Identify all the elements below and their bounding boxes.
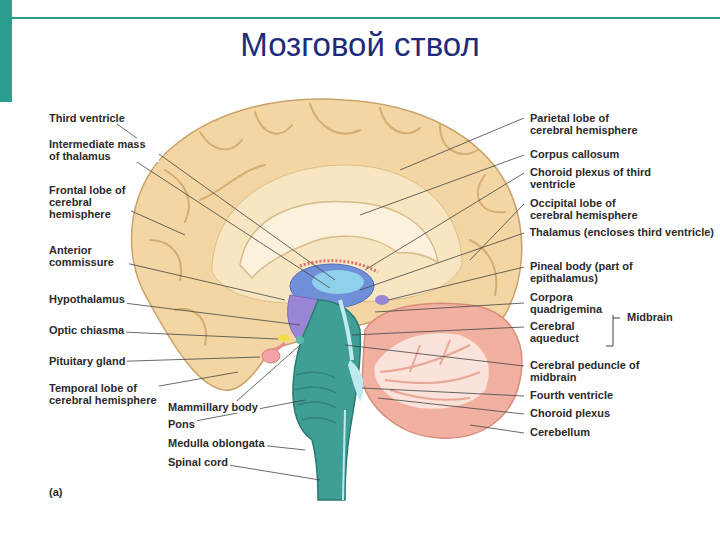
leader-line bbox=[100, 300, 300, 325]
leader-line bbox=[230, 345, 300, 407]
cerebellum bbox=[362, 303, 522, 438]
part-label: Thalamus (encloses third ventricle) bbox=[527, 226, 716, 238]
part-label: Pineal body (part of epithalamus) bbox=[528, 260, 672, 284]
stripe bbox=[297, 402, 336, 408]
leader-line bbox=[360, 233, 524, 290]
leader-line bbox=[470, 204, 524, 260]
gyrus bbox=[470, 240, 496, 295]
branch bbox=[440, 340, 450, 365]
part-label: Cerebral peduncle of midbrain bbox=[528, 359, 650, 383]
pons-stripes bbox=[295, 372, 336, 423]
pituitary-stalk bbox=[276, 343, 285, 350]
part-label: Cerebellum bbox=[528, 426, 592, 438]
part-label: Pons bbox=[166, 418, 197, 430]
stripe bbox=[302, 418, 336, 423]
part-label: Choroid plexus of third ventricle bbox=[528, 166, 682, 190]
gyrus bbox=[310, 104, 360, 134]
part-label: Cerebral aqueduct bbox=[528, 320, 604, 344]
optic-chiasma bbox=[278, 335, 290, 342]
leader-lines bbox=[100, 118, 524, 480]
leader-line bbox=[378, 398, 524, 414]
fourth-ventricle bbox=[348, 360, 364, 402]
part-label: Frontal lobe of cerebral hemisphere bbox=[47, 184, 131, 220]
pineal-body bbox=[375, 295, 389, 305]
stripe bbox=[295, 387, 336, 393]
slide-title: Мозговой ствол bbox=[0, 26, 720, 64]
top-rule bbox=[12, 17, 720, 19]
part-label: (a) bbox=[47, 486, 64, 498]
part-label: Optic chiasma bbox=[47, 324, 126, 336]
part-label: Intermediate mass of thalamus bbox=[47, 138, 159, 162]
part-label: Third ventricle bbox=[47, 112, 127, 124]
corner-bar bbox=[0, 0, 12, 102]
part-label: Spinal cord bbox=[166, 456, 230, 468]
part-label: Mammillary body bbox=[166, 401, 260, 413]
part-label: Choroid plexus bbox=[528, 407, 612, 419]
cerebral-aqueduct bbox=[340, 300, 352, 360]
part-label: Parietal lobe of cerebral hemisphere bbox=[528, 112, 654, 136]
branch bbox=[410, 345, 420, 372]
part-label: Occipital lobe of cerebral hemisphere bbox=[528, 197, 659, 221]
part-label: Temporal lobe of cerebral hemisphere bbox=[47, 382, 159, 406]
part-label: Hypothalamus bbox=[47, 293, 127, 305]
arbor-branches bbox=[380, 340, 480, 400]
leader-line bbox=[375, 303, 524, 312]
leader-line bbox=[388, 267, 524, 300]
part-label: Pituitary gland bbox=[47, 355, 127, 367]
leader-line bbox=[100, 331, 278, 339]
gyrus bbox=[165, 170, 189, 222]
gyrus bbox=[255, 112, 292, 134]
gyrus bbox=[150, 240, 181, 280]
branch bbox=[385, 372, 480, 383]
part-label: Anterior commissure bbox=[47, 244, 129, 268]
gyrus bbox=[200, 132, 242, 149]
part-label: Corpora quadrigemina bbox=[528, 291, 618, 315]
part-label: Corpus callosum bbox=[528, 148, 621, 160]
leader-line bbox=[352, 327, 524, 335]
choroid-plexus-third bbox=[300, 261, 378, 272]
central-canal bbox=[343, 410, 345, 500]
stripe bbox=[296, 372, 335, 378]
leader-line bbox=[362, 388, 524, 396]
third-ventricle bbox=[312, 270, 364, 294]
arbor-vitae bbox=[374, 333, 488, 408]
part-label: Fourth ventricle bbox=[528, 389, 615, 401]
leader-line bbox=[120, 151, 330, 288]
leader-line bbox=[470, 425, 524, 433]
mammillary-body bbox=[296, 336, 304, 344]
part-label: Midbrain bbox=[625, 311, 675, 323]
leader-line bbox=[365, 173, 524, 270]
part-label: Medulla oblongata bbox=[166, 437, 267, 449]
gyrus bbox=[175, 309, 206, 345]
gyrus bbox=[380, 108, 420, 133]
pituitary-gland bbox=[262, 349, 280, 363]
gyrus bbox=[478, 175, 505, 212]
branch bbox=[380, 345, 470, 372]
leader-line bbox=[360, 155, 524, 215]
leader-line bbox=[345, 345, 524, 366]
